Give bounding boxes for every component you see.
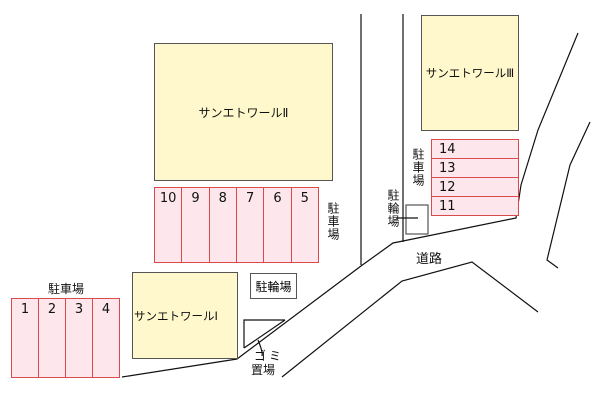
- parking-stall-10[interactable]: 10: [159, 191, 177, 206]
- building-label: サンエトワールⅠ: [134, 308, 218, 323]
- parking-lot-right: 14 13 12 11: [431, 139, 519, 216]
- bike-parking-right-label: 駐輪場: [386, 189, 400, 228]
- parking-stall-12[interactable]: 12: [432, 177, 518, 196]
- road-edge-upper: [121, 32, 579, 378]
- bike-parking-center[interactable]: 駐輪場: [250, 273, 297, 299]
- parking-lot-left: 1 2 3 4: [11, 298, 120, 378]
- building-sanetoile-1[interactable]: サンエトワールⅠ: [132, 272, 238, 359]
- parking-stall-13[interactable]: 13: [432, 158, 518, 177]
- road-edge-right: [546, 121, 591, 269]
- parking-stall-9[interactable]: 9: [181, 188, 208, 262]
- parking-label-right: 駐車場: [411, 148, 425, 187]
- parking-stall-2[interactable]: 2: [38, 299, 65, 377]
- parking-lot-center: 10 9 8 7 6 5: [154, 187, 319, 263]
- garbage-leader-line: [257, 339, 263, 357]
- parking-stall-1[interactable]: 1: [20, 302, 30, 317]
- bike-parking-label: 駐輪場: [255, 279, 292, 294]
- garbage-area-label-2: 置場: [251, 363, 276, 377]
- garbage-area-label-1: ゴミ: [254, 349, 285, 363]
- road-label: 道路: [416, 252, 443, 267]
- parking-stall-5[interactable]: 5: [290, 188, 318, 262]
- building-sanetoile-3[interactable]: サンエトワールⅢ: [421, 15, 519, 131]
- parking-stall-14[interactable]: 14: [439, 141, 456, 157]
- parking-stall-4[interactable]: 4: [92, 299, 119, 377]
- parking-stall-8[interactable]: 8: [208, 188, 236, 262]
- parking-stall-3[interactable]: 3: [65, 299, 92, 377]
- building-label: サンエトワールⅢ: [425, 66, 515, 80]
- parking-stall-11[interactable]: 11: [432, 196, 518, 215]
- building-label: サンエトワールⅡ: [198, 105, 289, 120]
- parking-label-center: 駐車場: [326, 202, 340, 241]
- parking-label-left: 駐車場: [48, 282, 85, 296]
- parking-stall-7[interactable]: 7: [235, 188, 263, 262]
- parking-stall-6[interactable]: 6: [263, 188, 290, 262]
- garbage-area-outline: [243, 319, 285, 348]
- road-edge-lower: [281, 261, 539, 378]
- building-sanetoile-2[interactable]: サンエトワールⅡ: [154, 43, 333, 181]
